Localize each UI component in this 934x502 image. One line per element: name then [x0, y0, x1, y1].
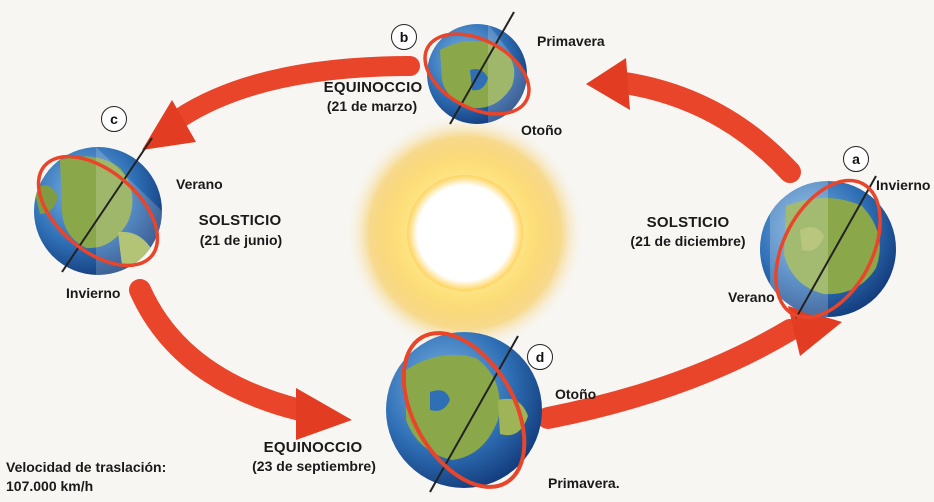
arrow-head-a-to-b — [586, 58, 630, 110]
badge-d: d — [527, 344, 553, 370]
date-label-b: (21 de marzo) — [326, 98, 418, 114]
date-label-c: (21 de junio) — [199, 232, 283, 248]
event-label-d: EQUINOCCIO — [263, 439, 363, 456]
season-label-d-lower: Primavera. — [548, 475, 620, 491]
badge-c: c — [101, 106, 127, 132]
season-label-a-upper: Invierno — [876, 177, 931, 193]
orbit-arrows — [129, 56, 842, 440]
event-label-a: SOLSTICIO — [646, 214, 730, 231]
season-label-a-lower: Verano — [728, 289, 775, 305]
season-label-b-lower: Otoño — [521, 122, 563, 138]
date-label-a: (21 de diciembre) — [630, 233, 746, 249]
season-label-c-upper: Verano — [176, 176, 223, 192]
event-label-c: SOLSTICIO — [198, 212, 282, 229]
speed-value: 107.000 km/h — [6, 478, 94, 494]
sun-icon — [345, 113, 585, 353]
earth-a-icon — [760, 175, 896, 320]
season-label-b-upper: Primavera — [537, 33, 605, 49]
earth-b-icon — [423, 11, 531, 125]
date-label-d: (23 de septiembre) — [252, 458, 376, 474]
arrow-head-c-to-d — [296, 388, 352, 440]
season-label-d-upper: Otoño — [555, 386, 597, 402]
arrow-head-b-to-c — [142, 100, 196, 150]
earth-d-icon — [386, 331, 542, 493]
speed-label: Velocidad de traslación: — [6, 459, 167, 475]
event-label-b: EQUINOCCIO — [323, 79, 423, 96]
earth-c-icon — [34, 137, 162, 275]
badge-b: b — [391, 24, 417, 50]
season-label-c-lower: Invierno — [66, 285, 121, 301]
badge-a: a — [843, 146, 869, 172]
